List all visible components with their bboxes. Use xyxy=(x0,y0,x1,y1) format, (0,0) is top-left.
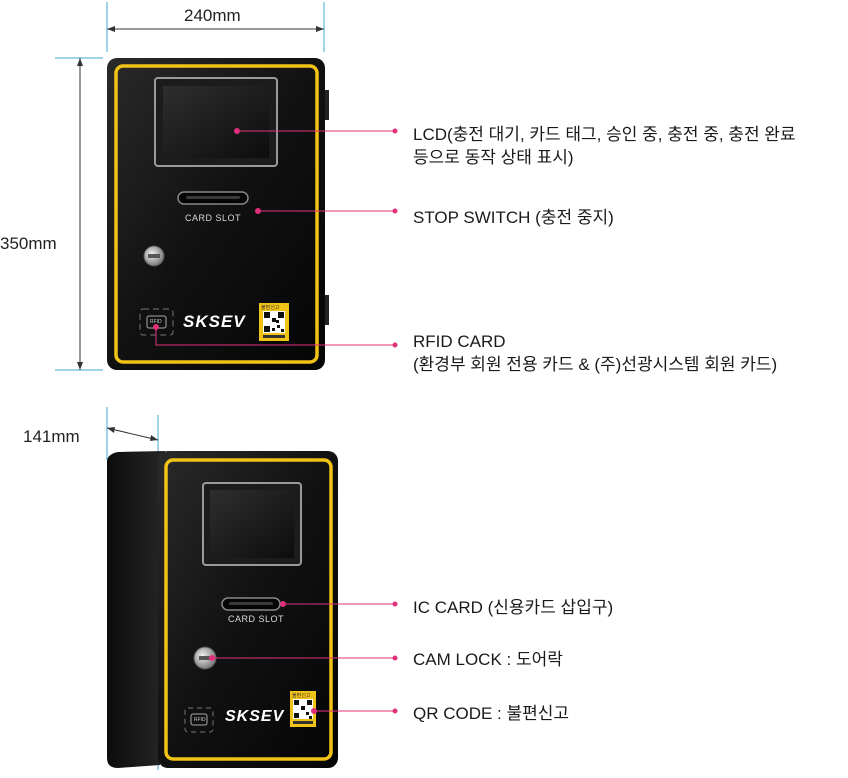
depth-label: 141mm xyxy=(23,427,80,446)
callout-leaders xyxy=(153,128,398,714)
callout-lcd: LCD(충전 대기, 카드 태그, 승인 중, 충전 중, 충전 완료 등으로 … xyxy=(413,123,796,169)
callout-rfid-line2: (환경부 회원 전용 카드 & (주)선광시스템 회원 카드) xyxy=(413,355,778,374)
card-slot-angle xyxy=(221,597,281,611)
callout-cam-lock: CAM LOCK : 도어락 xyxy=(413,650,563,669)
card-slot-label: CARD SLOT xyxy=(185,213,242,223)
qr-title: 불편신고 xyxy=(261,305,280,311)
rfid-label: RFID xyxy=(150,319,162,325)
rfid-reader-angle xyxy=(184,707,214,733)
brand-logo-angle: SKSEV xyxy=(225,708,285,725)
height-label: 350mm xyxy=(0,234,57,253)
charger-front-view xyxy=(107,58,329,370)
callout-lcd-line2: 등으로 동작 상태 표시) xyxy=(413,148,574,167)
callout-qr-code: QR CODE : 불편신고 xyxy=(413,704,570,723)
card-slot xyxy=(177,191,249,205)
callout-rfid: RFID CARD (환경부 회원 전용 카드 & (주)선광시스템 회원 카드… xyxy=(413,330,777,376)
width-label: 240mm xyxy=(184,6,241,25)
callout-ic-card: IC CARD (신용카드 삽입구) xyxy=(413,598,614,617)
dimension-width xyxy=(106,2,325,52)
callout-stop-switch: STOP SWITCH (충전 중지) xyxy=(413,208,614,227)
dimension-height xyxy=(55,57,103,371)
lcd-screen xyxy=(154,77,278,167)
brand-logo: SKSEV xyxy=(183,312,246,331)
callout-rfid-line1: RFID CARD xyxy=(413,332,506,351)
card-slot-label-angle: CARD SLOT xyxy=(228,614,285,624)
charger-angle-view xyxy=(107,451,338,768)
qr-title-angle: 불편신고 xyxy=(292,693,311,699)
stop-switch-lock xyxy=(143,245,165,267)
callout-lcd-line1: LCD(충전 대기, 카드 태그, 승인 중, 충전 중, 충전 완료 xyxy=(413,125,796,144)
qr-sticker xyxy=(259,303,289,341)
qr-sticker-angle xyxy=(290,691,316,727)
lcd-screen-angle xyxy=(202,482,302,566)
rfid-label-angle: RFID xyxy=(194,717,206,723)
